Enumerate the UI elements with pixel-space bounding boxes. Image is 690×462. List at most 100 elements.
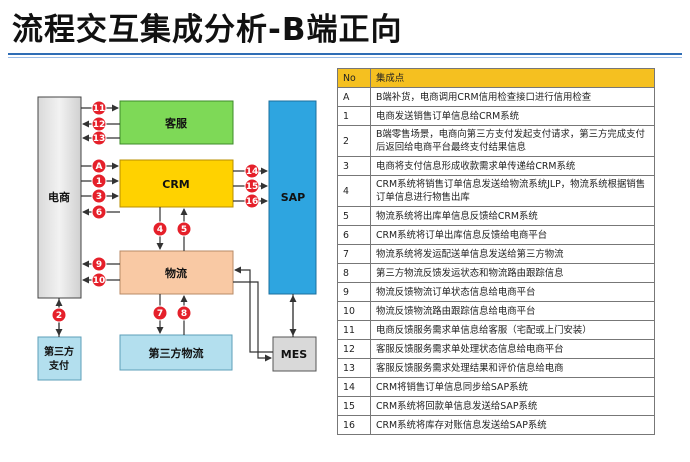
page-title: 流程交互集成分析-B端正向: [12, 12, 403, 48]
table-header-row: No 集成点: [337, 68, 655, 88]
marker-5: 5: [176, 221, 192, 237]
row-desc: 客服反馈服务需求单处理状态信息给电商平台: [370, 339, 655, 359]
row-no: 5: [337, 206, 371, 226]
svg-text:6: 6: [96, 208, 102, 218]
header-no: No: [337, 68, 371, 88]
row-desc: 物流反馈物流路由跟踪信息给电商平台: [370, 301, 655, 321]
svg-text:8: 8: [181, 309, 187, 319]
marker-1: 1: [91, 173, 107, 189]
row-desc: 客服反馈服务需求处理结果和评价信息给电商: [370, 358, 655, 378]
row-no: 3: [337, 156, 371, 176]
arrow-logistics-mes: [233, 281, 272, 362]
mes-box: [272, 336, 317, 372]
row-no: 16: [337, 415, 371, 435]
row-desc: 物流反馈物流订单状态信息给电商平台: [370, 282, 655, 302]
marker-3: 3: [91, 188, 107, 204]
row-desc: CRM系统将销售订单信息发送给物流系统JLP，物流系统根据销售订单信息进行物售出…: [370, 175, 655, 207]
logistics-box: [119, 250, 234, 295]
row-desc: 物流系统将发运配送单信息发送给第三方物流: [370, 244, 655, 264]
row-desc: CRM系统将库存对账信息发送给SAP系统: [370, 415, 655, 435]
row-no: 13: [337, 358, 371, 378]
row-no: 11: [337, 320, 371, 340]
marker-10: 10: [91, 272, 107, 288]
third-party-payment-label-line2: 支付: [48, 359, 69, 372]
title-divider-thin: [8, 57, 682, 58]
marker-11: 11: [91, 100, 107, 116]
mes-label: MES: [281, 348, 307, 361]
svg-text:12: 12: [93, 120, 106, 130]
marker-6: 6: [91, 204, 107, 220]
row-desc: 电商反馈服务需求单信息给客服（宅配或上门安装）: [370, 320, 655, 340]
svg-text:4: 4: [157, 225, 163, 235]
marker-16: 16: [244, 193, 260, 209]
svg-text:5: 5: [181, 225, 187, 235]
ecommerce-box: [37, 96, 82, 299]
row-desc: 物流系统将出库单信息反馈给CRM系统: [370, 206, 655, 226]
svg-text:11: 11: [93, 104, 106, 114]
customer-service-box: [119, 100, 234, 145]
customer-service-label: 客服: [164, 116, 188, 130]
row-desc: CRM系统将订单出库信息反馈给电商平台: [370, 225, 655, 245]
row-no: 6: [337, 225, 371, 245]
sap-box: [268, 100, 317, 295]
marker-7: 7: [152, 305, 168, 321]
row-desc: CRM将销售订单信息同步给SAP系统: [370, 377, 655, 397]
row-no: 14: [337, 377, 371, 397]
svg-text:15: 15: [246, 182, 259, 192]
svg-text:13: 13: [93, 134, 106, 144]
svg-text:14: 14: [246, 167, 259, 177]
svg-text:10: 10: [93, 276, 106, 286]
svg-text:3: 3: [96, 192, 102, 202]
svg-text:16: 16: [246, 197, 259, 207]
row-no: 4: [337, 175, 371, 207]
row-no: 8: [337, 263, 371, 283]
marker-14: 14: [244, 163, 260, 179]
row-no: 10: [337, 301, 371, 321]
row-desc: CRM系统将回款单信息发送给SAP系统: [370, 396, 655, 416]
svg-text:2: 2: [56, 311, 62, 321]
ecommerce-label: 电商: [48, 190, 70, 204]
marker-a: A: [91, 158, 107, 174]
marker-4: 4: [152, 221, 168, 237]
sap-label: SAP: [281, 191, 306, 204]
svg-text:7: 7: [157, 309, 163, 319]
row-desc: B端零售场景，电商向第三方支付发起支付请求，第三方完成支付后返回给电商平台最终支…: [370, 125, 655, 157]
title-divider: [8, 53, 682, 55]
marker-12: 12: [91, 116, 107, 132]
row-no: 15: [337, 396, 371, 416]
crm-label: CRM: [162, 178, 190, 191]
third-party-payment-box: [37, 336, 82, 381]
crm-box: [119, 159, 234, 208]
svg-text:9: 9: [96, 260, 102, 270]
row-desc: 第三方物流反馈发运状态和物流路由跟踪信息: [370, 263, 655, 283]
integration-diagram: 电商 客服 CRM SAP 物流 第三方物流 MES 第三方 支付: [37, 96, 317, 381]
row-desc: 电商发送销售订单信息给CRM系统: [370, 106, 655, 126]
marker-2: 2: [51, 307, 67, 323]
svg-text:A: A: [96, 162, 103, 172]
row-no: 7: [337, 244, 371, 264]
marker-8: 8: [176, 305, 192, 321]
row-desc: 电商将支付信息形成收款需求单传递给CRM系统: [370, 156, 655, 176]
marker-13: 13: [91, 130, 107, 146]
third-party-logistics-box: [119, 334, 233, 371]
row-desc: B端补货，电商调用CRM信用检查接口进行信用检查: [370, 87, 655, 107]
arrow-mes-logistics: [234, 266, 273, 353]
row-no: 9: [337, 282, 371, 302]
row-no: 12: [337, 339, 371, 359]
row-no: A: [337, 87, 371, 107]
header-integration-point: 集成点: [370, 68, 655, 88]
